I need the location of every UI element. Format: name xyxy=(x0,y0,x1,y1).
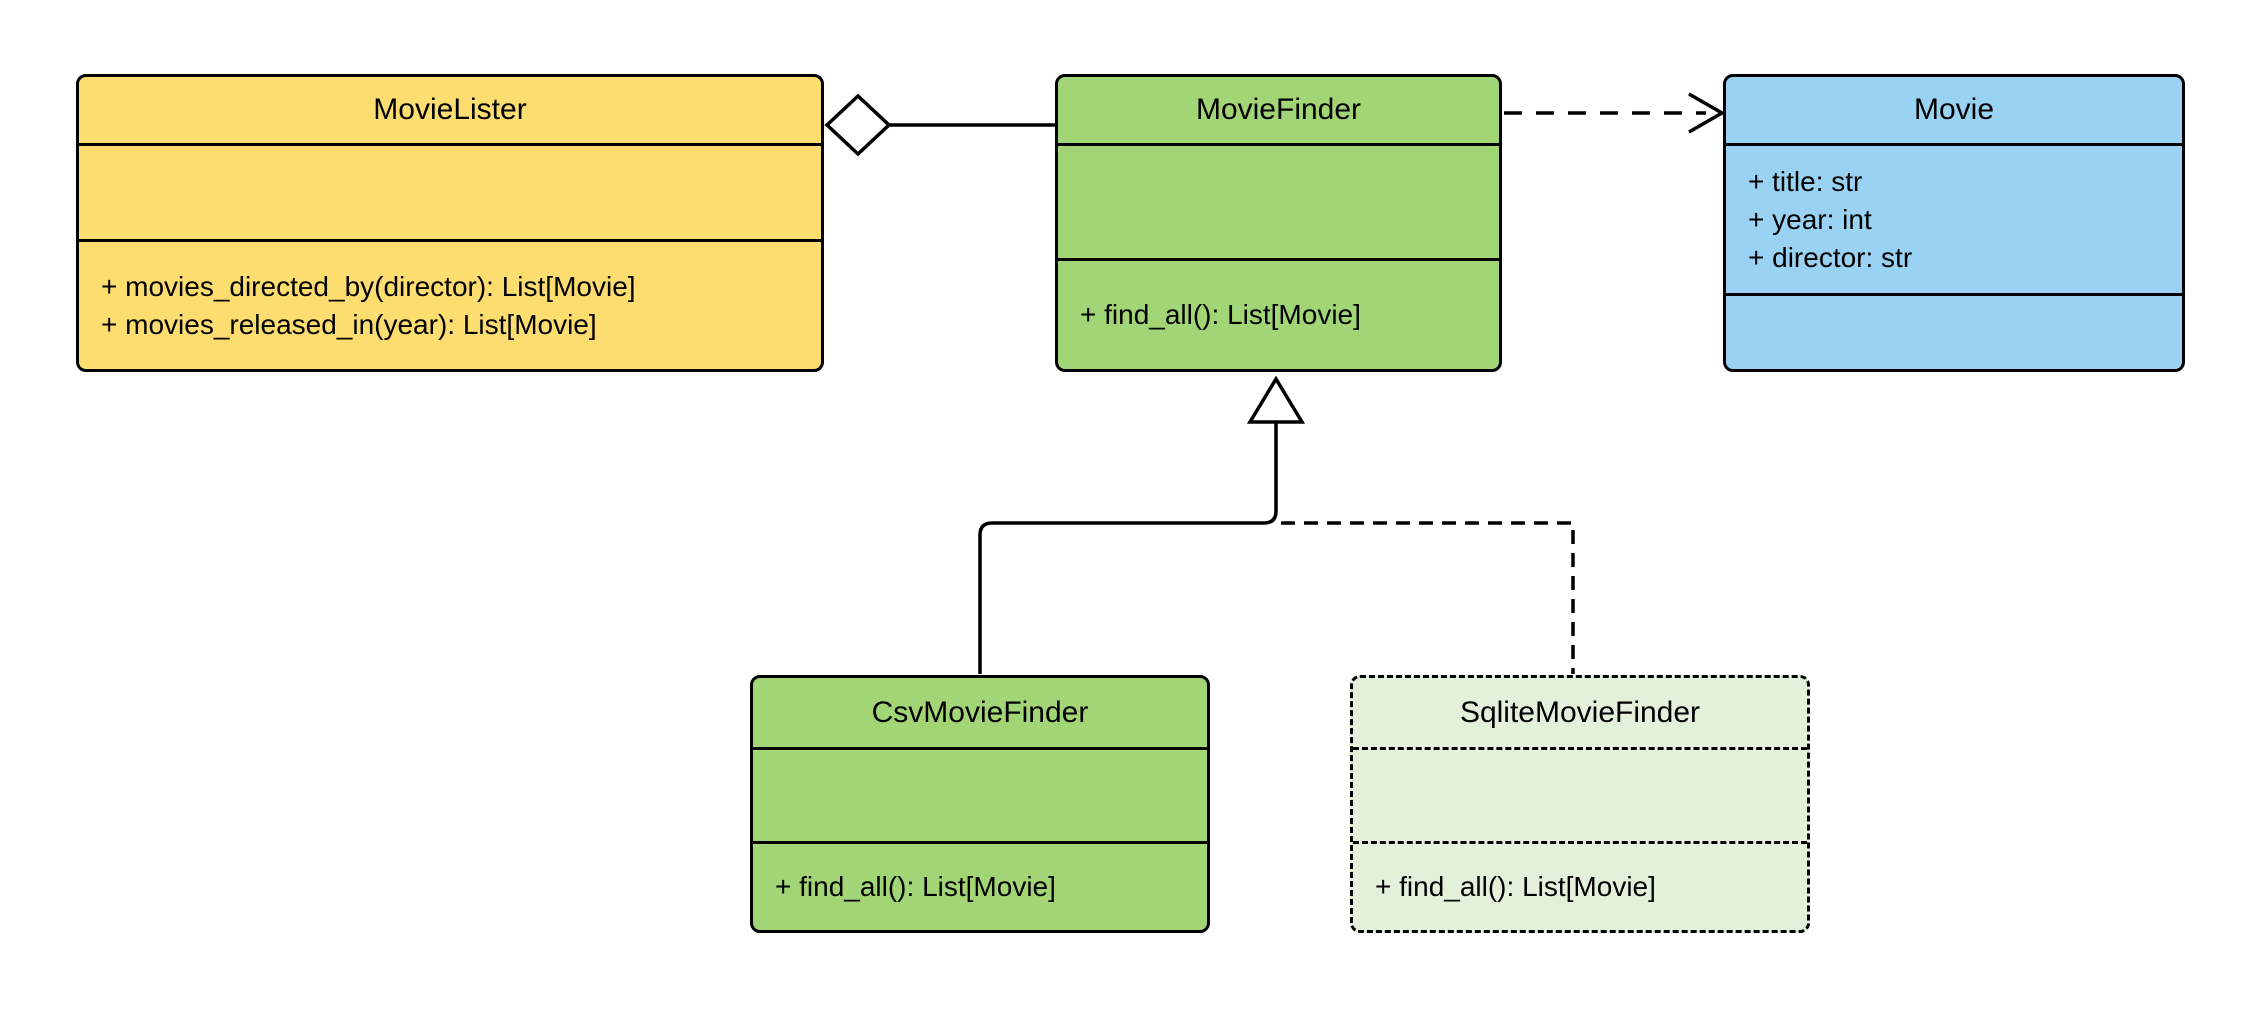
class-box-csvmoviefinder: CsvMovieFinder + find_all(): List[Movie] xyxy=(750,675,1210,933)
attribute-item: + title: str xyxy=(1748,165,1863,197)
class-title-compartment: MovieFinder xyxy=(1058,77,1499,143)
class-name: MovieLister xyxy=(373,93,527,126)
class-box-movielister: MovieLister + movies_directed_by(directo… xyxy=(76,74,824,372)
class-box-moviefinder: MovieFinder + find_all(): List[Movie] xyxy=(1055,74,1502,372)
attributes-compartment xyxy=(79,143,821,239)
aggregation-diamond-icon xyxy=(824,93,892,157)
attribute-item: + director: str xyxy=(1748,241,1913,273)
class-title-compartment: SqliteMovieFinder xyxy=(1353,678,1807,747)
generalization-triangle-icon xyxy=(1246,375,1306,424)
class-title-compartment: MovieLister xyxy=(79,77,821,143)
class-name: Movie xyxy=(1913,93,1995,126)
class-box-movie: Movie + title: str + year: int + directo… xyxy=(1723,74,2185,372)
generalization-connector-dashed xyxy=(1281,521,1575,674)
method-item: + find_all(): List[Movie] xyxy=(1080,299,1361,330)
methods-compartment: + movies_directed_by(director): List[Mov… xyxy=(79,239,821,369)
attributes-compartment xyxy=(1353,747,1807,841)
method-item: + find_all(): List[Movie] xyxy=(775,871,1056,902)
class-name: SqliteMovieFinder xyxy=(1459,695,1701,729)
attributes-compartment: + title: str + year: int + director: str xyxy=(1726,143,2182,293)
attributes-compartment xyxy=(1058,143,1499,258)
methods-compartment: + find_all(): List[Movie] xyxy=(1353,841,1807,930)
attribute-item: + year: int xyxy=(1748,203,1872,235)
generalization-connector-solid xyxy=(978,422,1278,674)
class-name: CsvMovieFinder xyxy=(871,695,1089,729)
class-title-compartment: CsvMovieFinder xyxy=(753,678,1207,747)
methods-compartment xyxy=(1726,293,2182,369)
methods-compartment: + find_all(): List[Movie] xyxy=(1058,258,1499,369)
class-title-compartment: Movie xyxy=(1726,77,2182,143)
dependency-open-arrow-icon xyxy=(1688,92,1726,134)
methods-compartment: + find_all(): List[Movie] xyxy=(753,841,1207,930)
method-item: + movies_directed_by(director): List[Mov… xyxy=(101,270,636,302)
attributes-compartment xyxy=(753,747,1207,841)
class-name: MovieFinder xyxy=(1195,93,1362,126)
method-item: + find_all(): List[Movie] xyxy=(1375,871,1656,902)
method-item: + movies_released_in(year): List[Movie] xyxy=(101,308,597,340)
class-box-sqlitemoviefinder: SqliteMovieFinder + find_all(): List[Mov… xyxy=(1350,675,1810,933)
